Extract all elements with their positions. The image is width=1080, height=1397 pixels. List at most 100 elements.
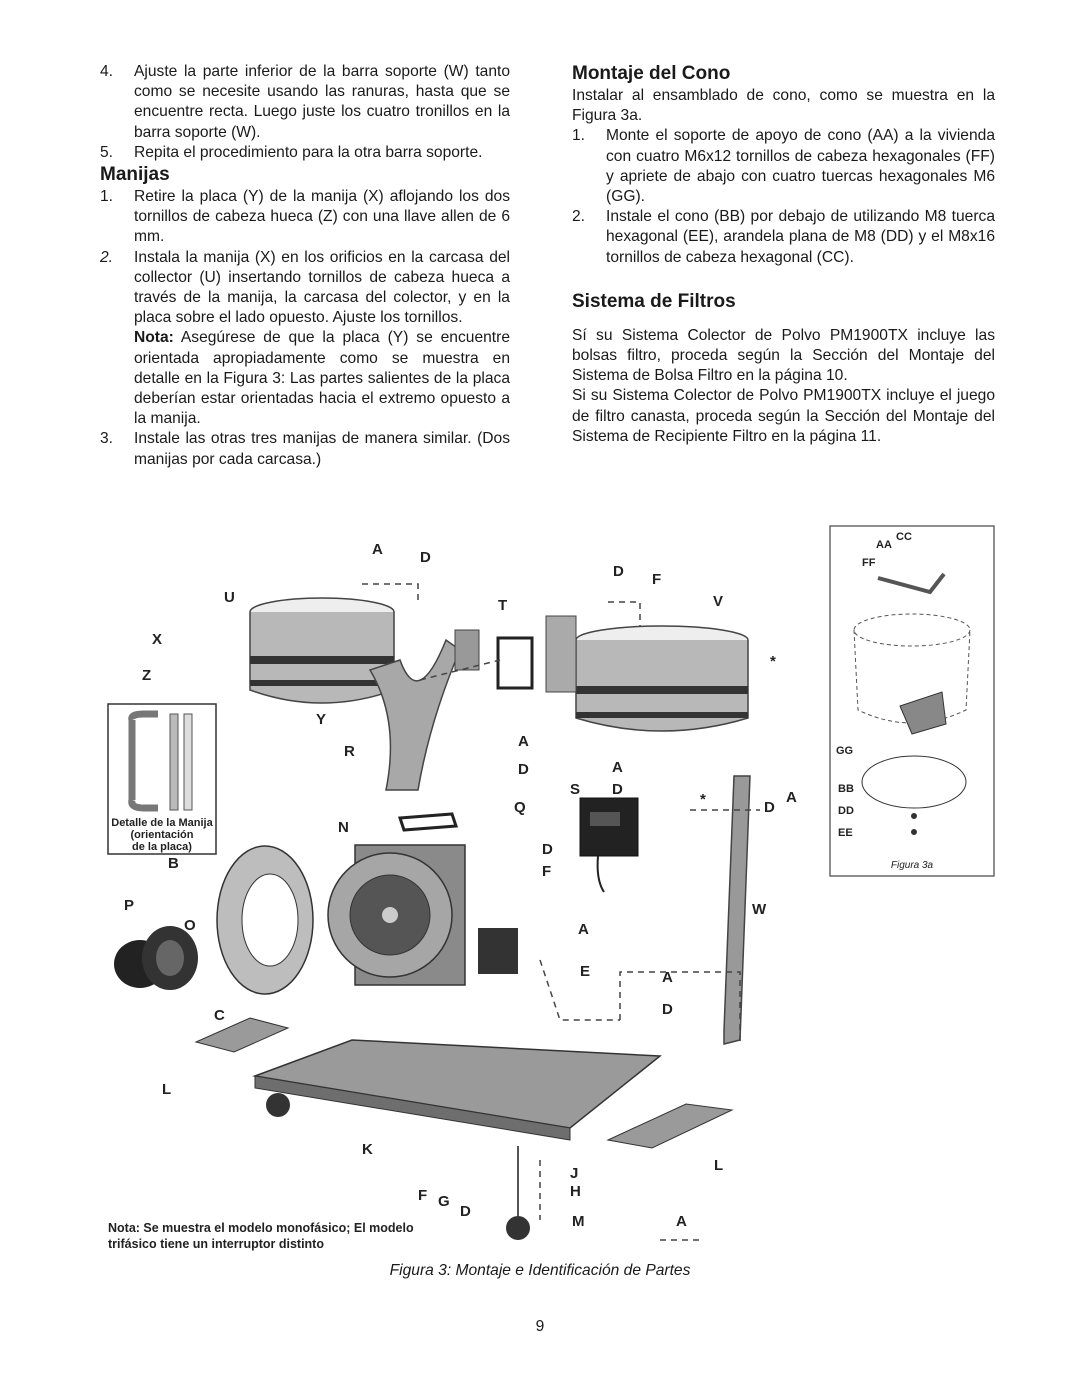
label-W: W [752,901,767,918]
parts-diagram: Detalle de la Manija (orientación de la … [107,525,995,1251]
label-H: H [570,1183,581,1200]
label-AA: AA [876,539,892,551]
detail-sub1: (orientación [131,829,194,841]
note-label: Nota: [134,329,174,347]
filtros-paragraph-1: Sí su Sistema Colector de Polvo PM1900TX… [572,326,995,385]
side-board-right [606,1103,734,1149]
label-B: B [168,855,179,872]
item-number: 1. [572,127,586,145]
label-D: D [764,799,775,816]
item-text: Repita el procedimiento para la otra bar… [134,143,483,161]
item-number: 4. [100,63,114,80]
label-O: O [184,917,196,934]
label-K: K [362,1141,373,1158]
label-D: D [613,563,624,580]
label-D: D [662,1001,673,1018]
list-item: 1. Retire la placa (Y) de la manija (X) … [100,187,510,248]
list-item: 1. Monte el soporte de apoyo de cono (AA… [572,126,995,207]
list-item: 4. Ajuste la parte inferior de la barra … [100,62,510,143]
label-U: U [224,589,235,606]
list-item: 2. Instale el cono (BB) por debajo de ut… [572,207,995,268]
label-DD: DD [838,805,854,817]
label-C: C [214,1007,225,1024]
switch-box [579,797,639,893]
label-D: D [518,761,529,778]
figure-caption: Figura 3: Montaje e Identificación de Pa… [389,1262,691,1279]
collector-housing-right [575,625,749,732]
label-A: A [372,541,383,558]
detail-title: Detalle de la Manija [111,817,213,829]
label-A: A [676,1213,687,1230]
cono-intro: Instalar al ensamblado de cono, como se … [572,87,995,125]
list-item: 3. Instale las otras tres manijas de man… [100,429,510,469]
assembly-guides [362,583,760,1241]
label-T: T [498,597,507,614]
label-D: D [460,1203,471,1220]
exploded-parts-figure: Detalle de la Manija (orientación de la … [100,520,1000,1260]
figure-3a-caption: Figura 3a [891,860,934,871]
list-item: 5. Repita el procedimiento para la otra … [100,143,510,163]
note-text: Asegúrese de que la placa (Y) se encuent… [134,329,510,428]
label-A: A [786,789,797,806]
label-D: D [542,841,553,858]
inlet-flange [454,629,480,671]
label-V: V [713,593,723,610]
gasket-t [496,636,534,690]
item-text: Retire la placa (Y) de la manija (X) afl… [134,188,510,246]
label-EE: EE [838,827,853,839]
right-column: Montaje del Cono Instalar al ensamblado … [572,62,995,447]
label-L: L [162,1081,171,1098]
item-text: Instale el cono (BB) por debajo de utili… [606,208,995,266]
item-number: 1. [100,188,114,206]
item-text: Ajuste la parte inferior de la barra sop… [134,63,510,141]
blower-motor [327,844,518,986]
label-A: A [578,921,589,938]
label-E: E [580,963,590,980]
label-F: F [652,571,661,588]
detail-sub2: de la placa) [132,841,192,853]
label-A: A [612,759,623,776]
label-X: X [152,631,162,648]
label-BB: BB [838,783,854,795]
item-text: Instala la manija (X) en los orificios e… [134,248,510,327]
part-labels: A D U T D F V X Z Y R A D S A D D A Q N [124,541,797,1230]
label-D: D [420,549,431,566]
item-text: Instale las otras tres manijas de manera… [134,430,510,468]
label-J: J [570,1165,578,1182]
label-star: * [700,791,706,808]
label-F: F [542,863,551,880]
cono-list: 1. Monte el soporte de apoyo de cono (AA… [572,126,995,267]
item-number: 3. [100,430,114,448]
item-number: 2. [100,248,114,266]
label-F: F [418,1187,427,1204]
label-Z: Z [142,667,151,684]
section-heading-cono: Montaje del Cono [572,63,731,84]
label-S: S [570,781,580,798]
section-heading-filtros: Sistema de Filtros [572,290,736,312]
gasket-q [397,812,459,832]
filtros-paragraph-2: Si su Sistema Colector de Polvo PM1900TX… [572,387,995,445]
inlet-ring [216,845,314,995]
list-item: 2. Instala la manija (X) en los orificio… [100,248,510,430]
label-A: A [518,733,529,750]
label-M: M [572,1213,585,1230]
figure-3a-box: CC AA FF GG BB DD EE Figura 3a [829,525,995,877]
collector-housing-left [249,597,395,704]
label-R: R [344,743,355,760]
item-number: 2. [572,208,586,226]
label-A: A [662,969,673,986]
handle-detail-box: Detalle de la Manija (orientación de la … [107,703,217,855]
label-G: G [438,1193,450,1210]
support-bar [723,775,751,1045]
label-N: N [338,819,349,836]
label-D: D [612,781,623,798]
label-L: L [714,1157,723,1174]
figure-note-line1: Nota: Se muestra el modelo monofásico; E… [108,1221,414,1235]
side-board-left [194,1017,290,1053]
section-heading-manijas: Manijas [100,164,170,186]
label-GG: GG [836,745,853,757]
item-number: 5. [100,143,114,161]
connector-plate [545,615,577,693]
adjust-list: 4. Ajuste la parte inferior de la barra … [100,62,510,163]
